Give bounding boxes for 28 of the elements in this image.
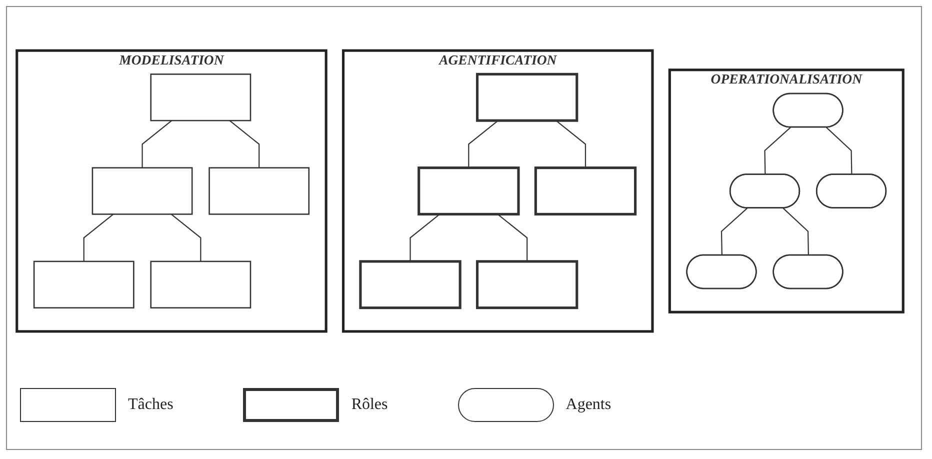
connector <box>826 127 852 175</box>
connector <box>497 214 528 262</box>
connector <box>229 120 260 168</box>
node-box <box>208 167 310 215</box>
connector <box>764 127 791 175</box>
node-box <box>150 74 252 122</box>
cluster: MODELISATION <box>16 49 328 333</box>
legend-label: Agents <box>566 396 612 414</box>
connector <box>782 208 809 256</box>
node-box <box>476 260 578 310</box>
connector <box>720 208 748 256</box>
connector <box>83 214 114 262</box>
connector <box>410 214 440 262</box>
cluster: AGENTIFICATION <box>342 49 654 333</box>
connector <box>468 120 498 168</box>
connector <box>556 120 586 168</box>
connector <box>170 214 202 262</box>
node-box <box>33 260 134 308</box>
node-box <box>418 166 520 216</box>
node-box <box>92 167 193 215</box>
node-box <box>476 72 578 122</box>
cluster: OPERATIONALISATION <box>668 68 904 314</box>
connector <box>142 120 172 168</box>
legend-label: Rôles <box>351 396 388 414</box>
node-box <box>534 166 637 216</box>
node-box <box>359 260 462 310</box>
node-box <box>150 260 252 308</box>
legend-label: Tâches <box>128 396 174 414</box>
